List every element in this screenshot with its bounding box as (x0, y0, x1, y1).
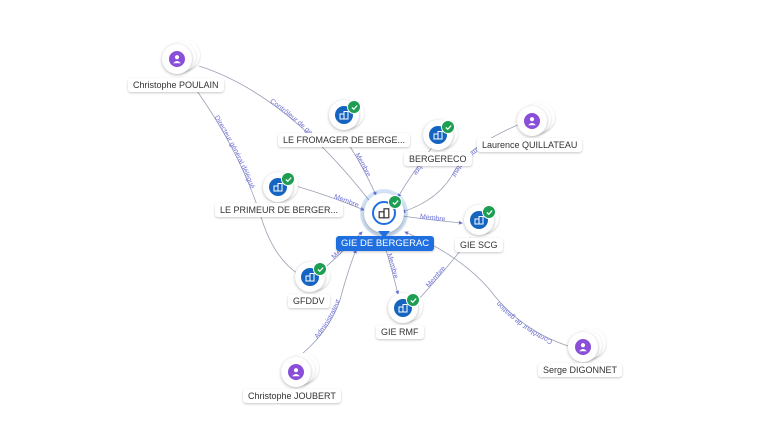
edge-label-giermf: Membre (385, 253, 399, 280)
label-joubert[interactable]: Christophe JOUBERT (243, 389, 341, 403)
verified-icon (441, 120, 455, 134)
edge-label-digonnet: Contrôleur de gestion (495, 300, 553, 345)
verified-icon (406, 293, 420, 307)
person-icon (524, 113, 540, 129)
edge-digonnet-center (404, 231, 569, 347)
label-poulain[interactable]: Christophe POULAIN (128, 78, 224, 92)
person-icon (169, 51, 185, 67)
edge-label-giescg: Membre (420, 213, 446, 223)
edge-bergereco-center (397, 144, 435, 198)
edge-quillateau-center (401, 123, 521, 213)
label-bergereco[interactable]: BERGERECO (404, 152, 472, 166)
edge-center-giermf (385, 249, 400, 295)
pin-pointer (378, 231, 390, 238)
verified-icon (388, 195, 402, 209)
person-icon (575, 339, 591, 355)
verified-icon (482, 205, 496, 219)
edge-fromager-center (348, 144, 377, 196)
person-icon (288, 364, 304, 380)
edge-poulain-center (198, 65, 379, 213)
edge-joubert-center (301, 249, 357, 355)
label-giescg[interactable]: GIE SCG (455, 238, 503, 252)
label-giermf[interactable]: GIE RMF (376, 325, 424, 339)
label-primeur[interactable]: LE PRIMEUR DE BERGER... (215, 203, 344, 217)
label-quillateau[interactable]: Laurence QUILLATEAU (477, 138, 583, 152)
label-center[interactable]: GIE DE BERGERAC (336, 236, 435, 251)
label-fromager[interactable]: LE FROMAGER DE BERGE... (278, 133, 411, 147)
label-gfddv[interactable]: GFDDV (288, 294, 330, 308)
verified-icon (347, 100, 361, 114)
verified-icon (313, 262, 327, 276)
edge-label-fromager: Membre (353, 152, 372, 178)
edge-label-rmf-scg: Membre (425, 265, 447, 289)
verified-icon (281, 172, 295, 186)
label-digonnet[interactable]: Serge DIGONNET (538, 363, 623, 377)
edge-label-poulain-gfddv: Directeur général délégué (213, 115, 256, 190)
edge-primeur-center (295, 185, 365, 211)
edge-center-giescg (401, 215, 463, 225)
